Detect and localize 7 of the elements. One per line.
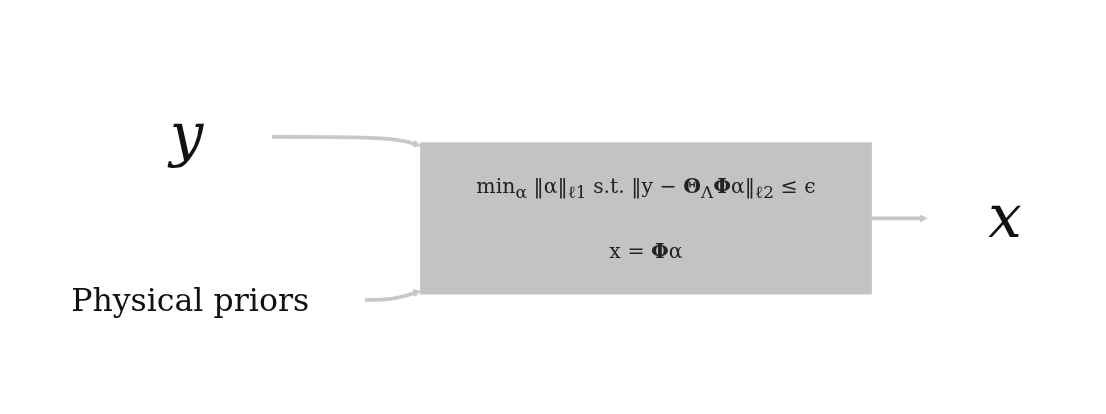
node-text: x [988,182,1022,251]
node-text: y [169,100,204,170]
arrow [871,214,928,223]
arrow [271,135,421,148]
node-box: min$_{α}$ ‖α‖$_{ℓ1}$ s.t. ‖y − Θ$_{Λ}$Φα‖$_{ℓ2}$ ≤ ϵ x = Φα [420,142,872,295]
arrow [364,289,421,302]
node-text: Physical priors [71,280,310,319]
